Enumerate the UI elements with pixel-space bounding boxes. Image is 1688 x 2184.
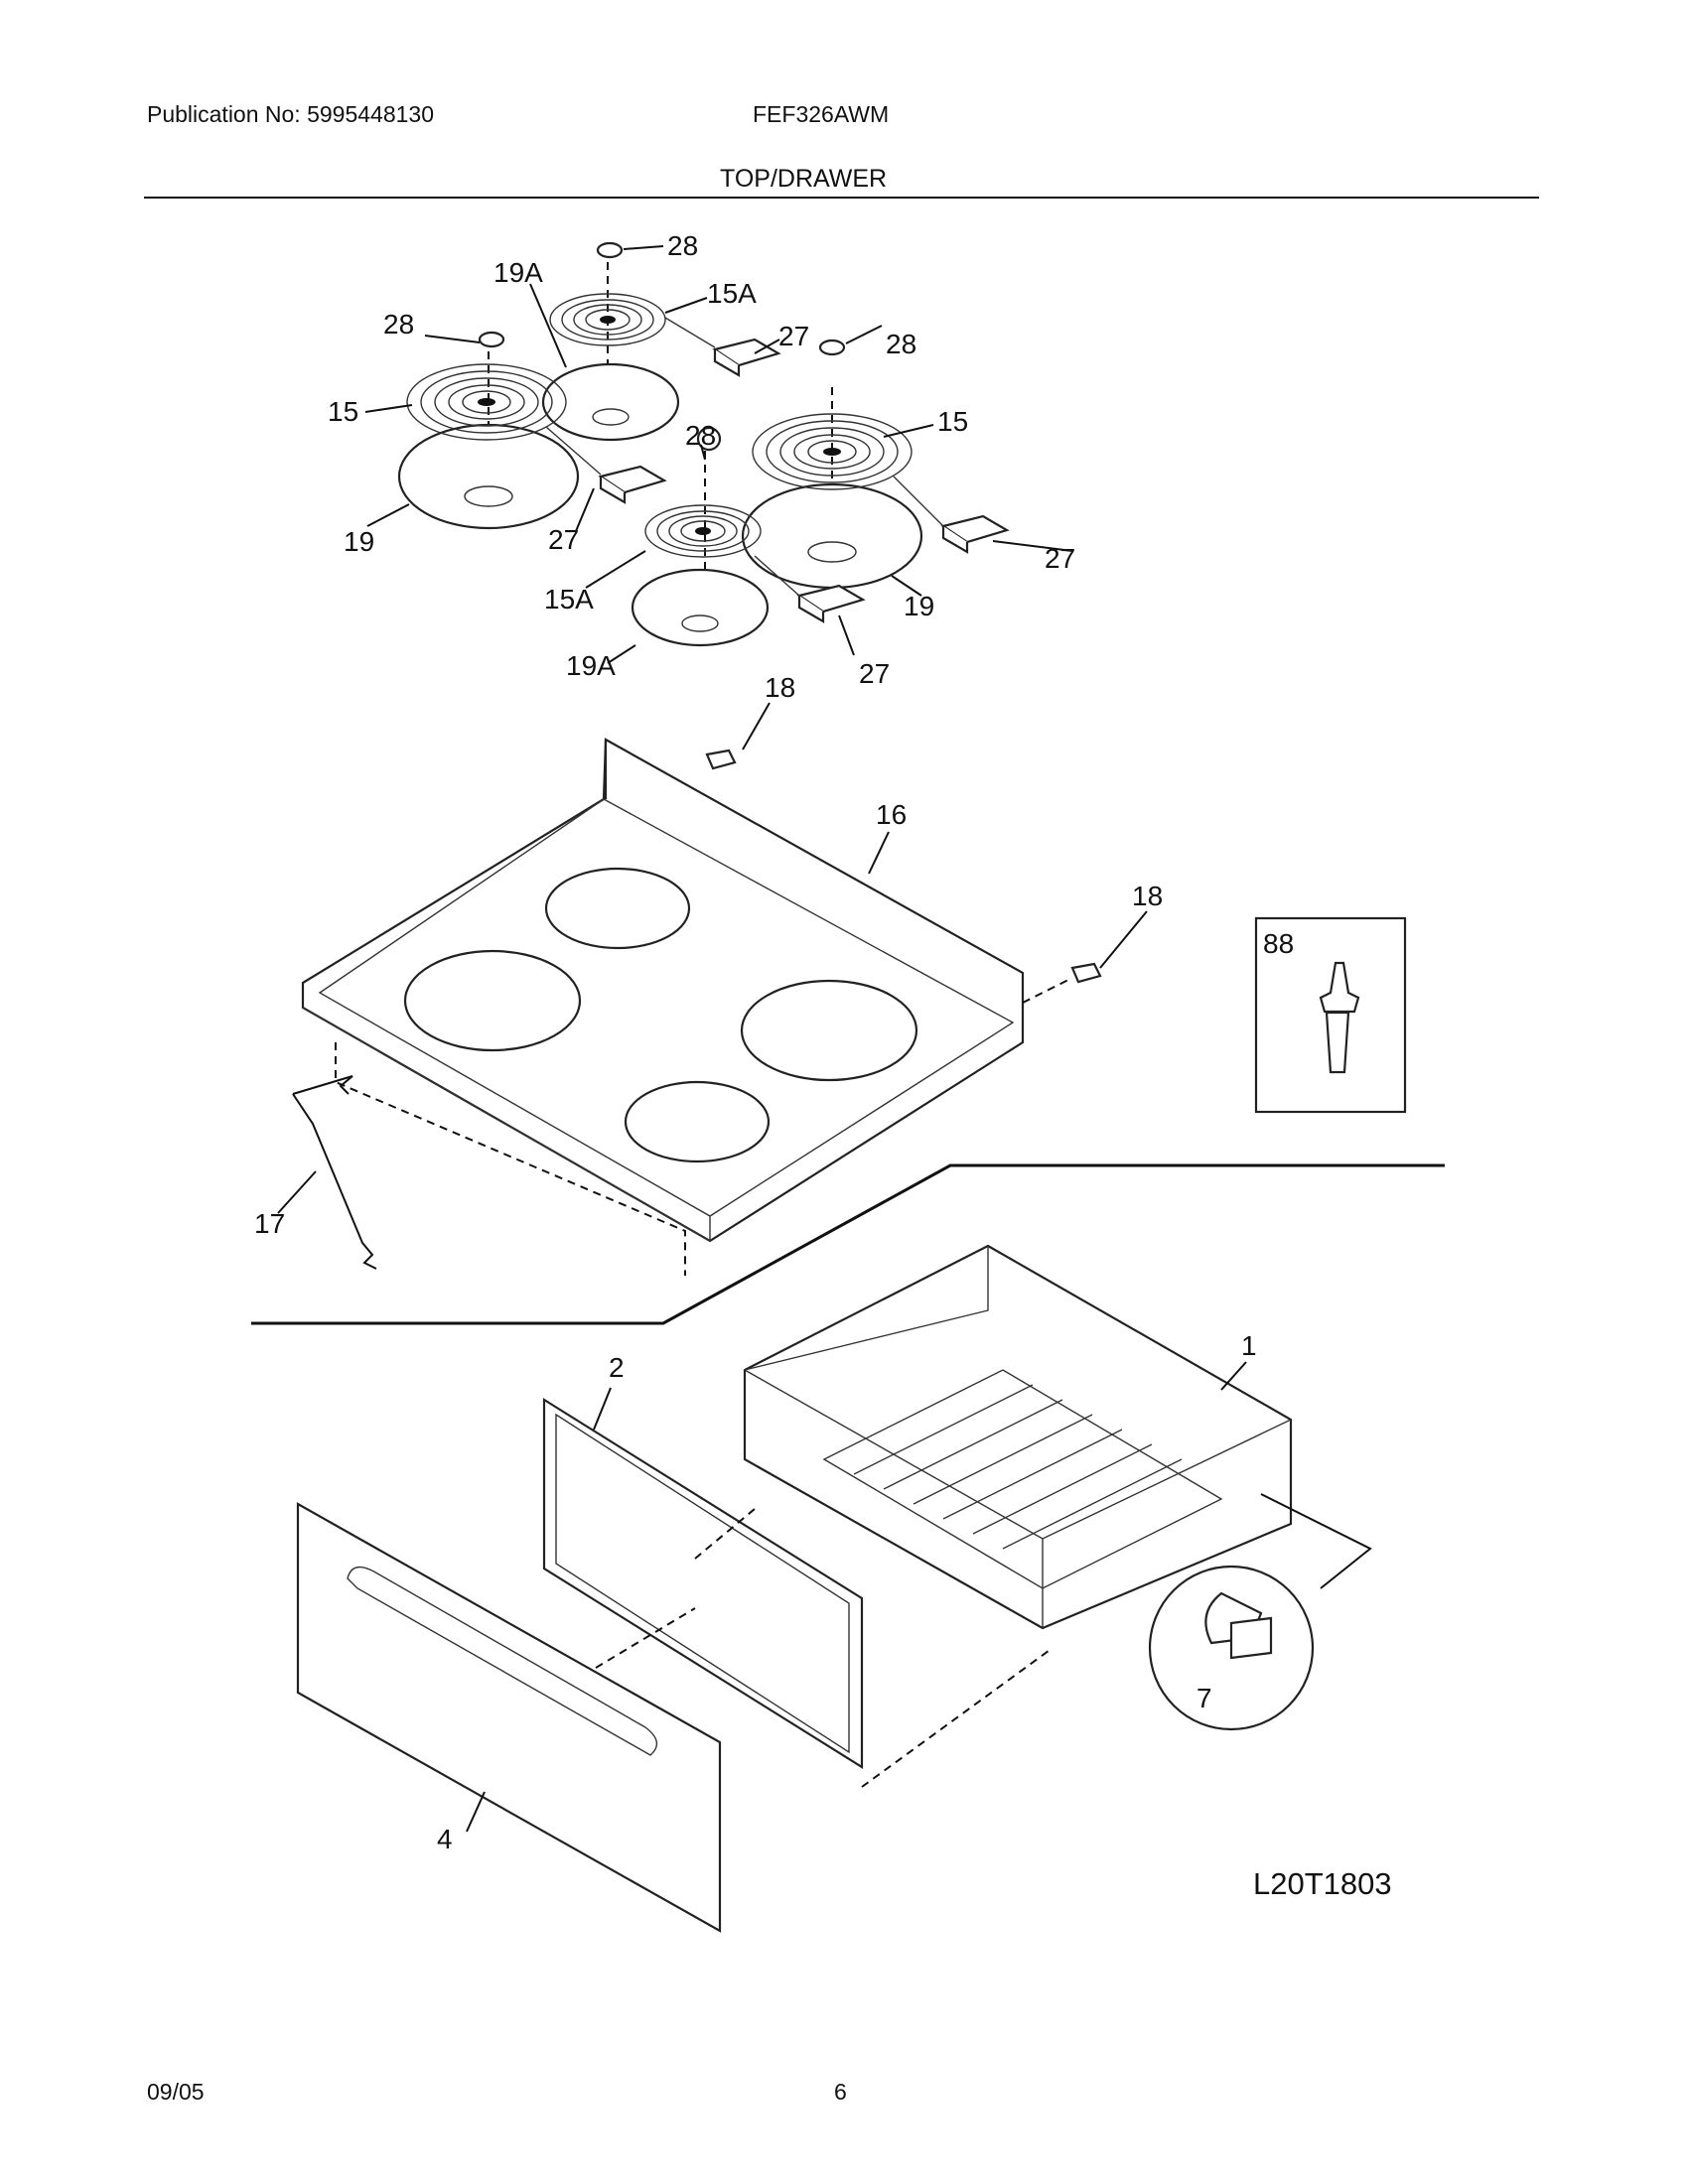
publication-number: Publication No: 5995448130: [147, 101, 435, 127]
section-title: TOP/DRAWER: [720, 165, 888, 193]
support-rod-17: [292, 1075, 377, 1270]
drip-pan-19a-front: [631, 568, 770, 647]
callout-label: 18: [1132, 881, 1163, 911]
section-separator: [251, 1163, 1445, 1325]
drawer-liner-2: [542, 1398, 864, 1769]
callout-label: 28: [667, 230, 698, 261]
callout-label: 28: [886, 329, 916, 359]
publication-date: 09/05: [147, 2079, 205, 2105]
callout-label: 15A: [544, 584, 594, 614]
drawer-front-4: [296, 1502, 722, 1933]
callout-label: 2: [609, 1352, 625, 1383]
callout-label: 19A: [493, 257, 543, 288]
burner-15-left: [406, 363, 567, 441]
page-number: 6: [834, 2079, 847, 2105]
burner-assembly-group: [397, 241, 1010, 647]
spacer-28: [478, 331, 505, 348]
burner-15-right: [752, 413, 913, 490]
callout-label: 15A: [707, 278, 757, 309]
receptacle-27-front: [796, 584, 866, 623]
receptacle-27-left: [598, 465, 667, 504]
callout-label: 19: [904, 591, 934, 621]
callout-labels: 28 19A 15A 28 15 27 28 28 15 27 19 27 15…: [254, 230, 1294, 1854]
callout-label: 27: [1045, 543, 1075, 574]
hinge-clip-18: [1070, 962, 1102, 984]
callout-label: 15: [937, 406, 968, 437]
model-number: FEF326AWM: [753, 101, 890, 127]
burner-15a-front: [644, 504, 762, 558]
callout-label: 17: [254, 1208, 285, 1239]
callout-label: 1: [1241, 1330, 1257, 1361]
spacer-28: [818, 339, 846, 356]
drip-pan-19a-rear: [541, 362, 680, 442]
callout-label: 16: [876, 799, 907, 830]
drawer-body-1: [743, 1244, 1293, 1630]
detail-box-88: [1254, 916, 1407, 1114]
callout-label: 19A: [566, 650, 616, 681]
burner-15a-rear: [549, 293, 666, 346]
leader-lines: [277, 245, 1247, 1833]
diagram-code: L20T1803: [1253, 1866, 1392, 1901]
spacer-28: [596, 241, 624, 259]
header-rule: [144, 197, 1539, 199]
callout-label: 18: [765, 672, 795, 703]
callout-label: 27: [548, 524, 579, 555]
callout-label: 15: [328, 396, 358, 427]
cooktop-opening: [403, 949, 582, 1052]
receptacle-27-right: [940, 514, 1010, 554]
callout-label: 19: [344, 526, 374, 557]
callout-label: 88: [1263, 928, 1294, 959]
callout-label: 4: [437, 1824, 453, 1854]
receptacle-27-rear: [712, 338, 781, 377]
cooktop-opening: [624, 1080, 771, 1163]
spacer-28: [696, 426, 722, 452]
callout-label: 27: [859, 658, 890, 689]
cooktop-16: [301, 738, 1025, 1243]
callout-label: 7: [1196, 1683, 1212, 1713]
hinge-clip-18: [705, 749, 737, 770]
callout-label: 28: [383, 309, 414, 340]
drip-pan-19-right: [741, 482, 923, 590]
cooktop-opening: [740, 979, 918, 1082]
callout-label: 28: [685, 420, 716, 451]
drip-pan-19-left: [397, 423, 580, 530]
detail-clip-7: [1148, 1565, 1315, 1731]
cooktop-opening: [544, 867, 691, 950]
callout-label: 27: [778, 321, 809, 351]
